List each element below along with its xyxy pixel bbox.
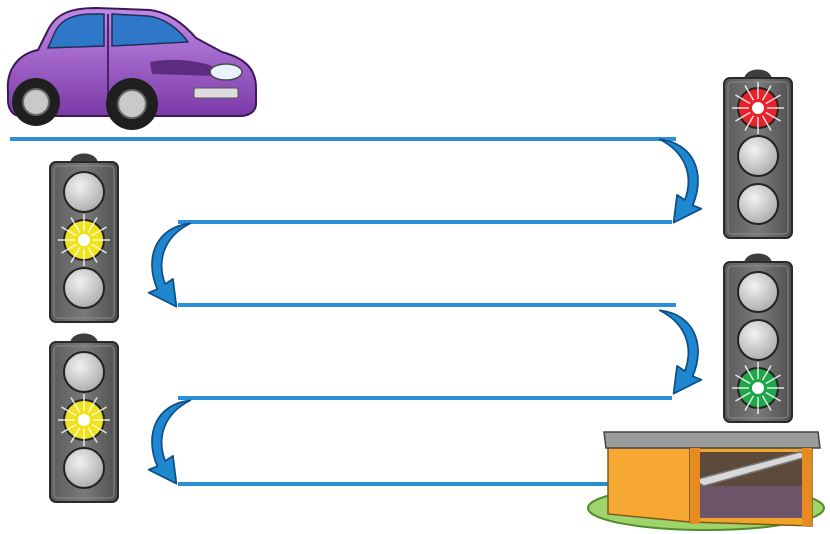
turn-arrow-3 [660, 310, 702, 393]
traffic-light-3 [724, 254, 792, 423]
garage-icon [588, 432, 824, 530]
turn-arrow-1 [660, 139, 702, 222]
traffic-light-4 [50, 334, 118, 503]
lamp-off [64, 448, 104, 488]
lamp-off [738, 320, 778, 360]
lamp-off [738, 184, 778, 224]
lamp-off [738, 136, 778, 176]
traffic-light-1 [724, 70, 792, 239]
purple-sedan-car-icon [8, 8, 256, 130]
traffic-light-2 [50, 154, 118, 323]
lamp-off [64, 352, 104, 392]
turn-arrow-2 [149, 223, 191, 306]
lamp-off [64, 172, 104, 212]
lamp-off [738, 272, 778, 312]
lamp-off [64, 268, 104, 308]
turn-arrow-4 [149, 400, 191, 483]
